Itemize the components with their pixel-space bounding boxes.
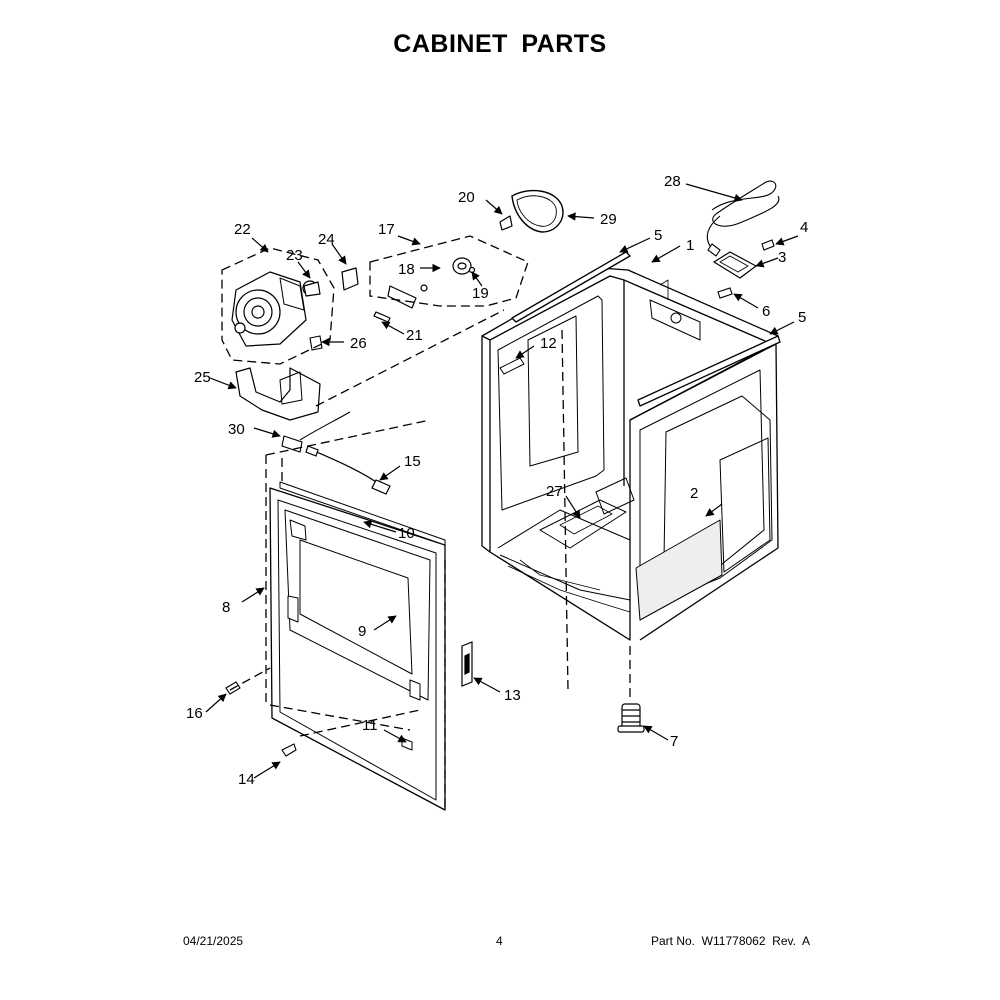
motor-assembly <box>231 271 318 347</box>
callout-19: 19 <box>472 285 489 302</box>
callout-3: 3 <box>778 249 786 266</box>
callout-1: 1 <box>686 237 694 254</box>
cabinet-part <box>481 251 781 641</box>
motor-bracket <box>235 367 321 421</box>
callout-21: 21 <box>406 327 423 344</box>
callout-labels: 1 2 3 4 5 5 6 7 8 9 10 11 12 13 14 15 16… <box>186 173 808 788</box>
callout-2: 2 <box>690 485 698 502</box>
callout-28: 28 <box>664 173 681 190</box>
footer-part-number: Part No. W11778062 Rev. A <box>651 934 810 948</box>
callout-23: 23 <box>286 247 303 264</box>
callout-17: 17 <box>378 221 395 238</box>
leveling-leg <box>617 703 645 733</box>
wire-harness <box>305 445 391 495</box>
drive-belt <box>511 189 564 233</box>
callout-29: 29 <box>600 211 617 228</box>
footer-date: 04/21/2025 <box>183 934 244 948</box>
callout-15: 15 <box>404 453 421 470</box>
callout-10: 10 <box>398 525 415 542</box>
callout-25: 25 <box>194 369 211 386</box>
callout-22: 22 <box>234 221 251 238</box>
callout-16: 16 <box>186 705 203 722</box>
callout-8: 8 <box>222 599 230 616</box>
callout-20: 20 <box>458 189 475 206</box>
callout-leaders <box>205 183 799 779</box>
group-outlines <box>221 235 631 810</box>
callout-9: 9 <box>358 623 366 640</box>
callout-11: 11 <box>362 717 378 734</box>
callout-5-top: 5 <box>654 227 662 244</box>
terminal-block <box>713 251 757 279</box>
callout-18: 18 <box>398 261 415 278</box>
callout-13: 13 <box>504 687 521 704</box>
callout-7: 7 <box>670 733 678 750</box>
callout-14: 14 <box>238 771 255 788</box>
idler-assembly <box>303 215 513 323</box>
page-title: CABINET PARTS <box>393 30 607 58</box>
callout-4: 4 <box>800 219 808 236</box>
callout-12: 12 <box>540 335 557 352</box>
power-cord <box>706 180 780 257</box>
front-panel <box>269 481 446 811</box>
callout-26: 26 <box>350 335 367 352</box>
door-strike <box>461 641 473 687</box>
callout-24: 24 <box>318 231 335 248</box>
callout-5-right: 5 <box>798 309 806 326</box>
screws <box>225 239 775 757</box>
callout-30: 30 <box>228 421 245 438</box>
callout-6: 6 <box>762 303 770 320</box>
callout-27: 27 <box>546 483 563 500</box>
footer-page-number: 4 <box>496 934 503 948</box>
